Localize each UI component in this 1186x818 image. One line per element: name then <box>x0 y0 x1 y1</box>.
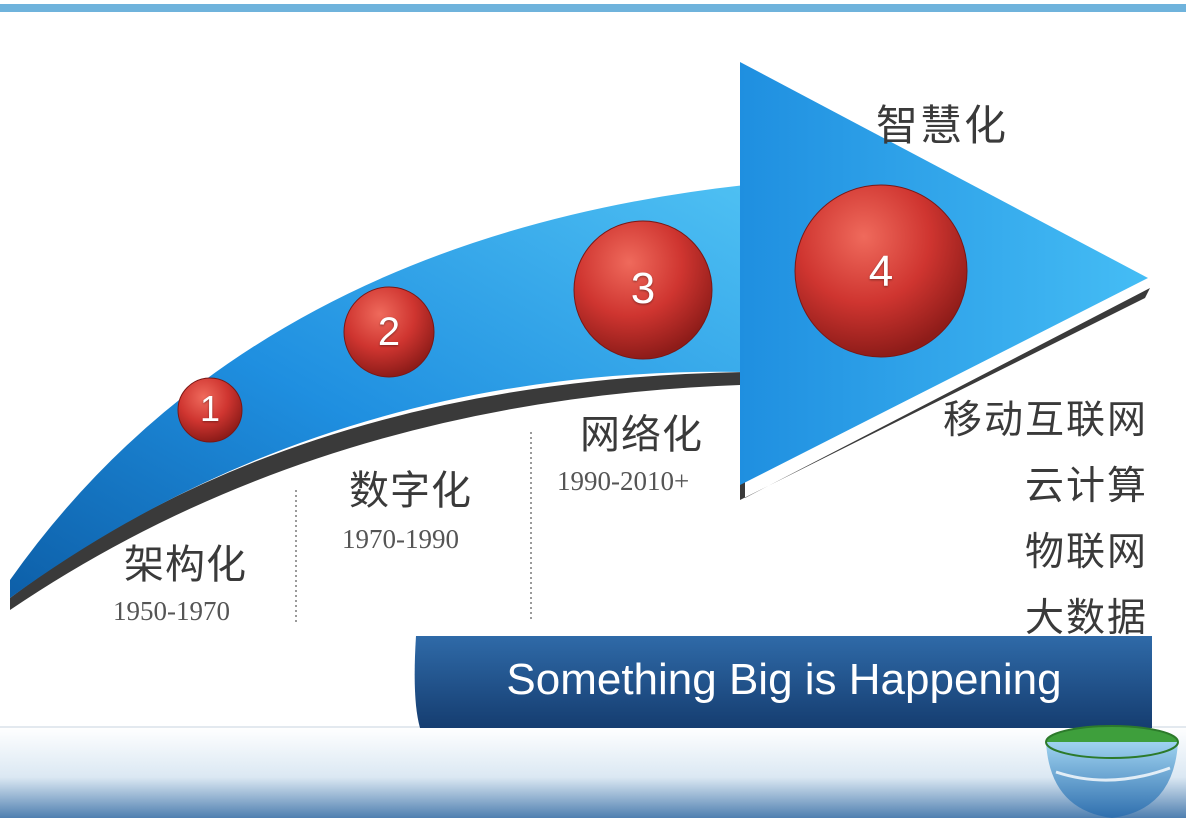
technology-list: 移动互联网 云计算 物联网 大数据 <box>943 388 1148 652</box>
tech-item: 大数据 <box>1024 596 1148 641</box>
stage-4-title: 智慧化 <box>876 101 1009 150</box>
stage-2-years: 1970-1990 <box>342 524 459 554</box>
stage-1-number: 1 <box>199 388 221 429</box>
stage-2-ball <box>343 286 435 378</box>
stage-3-title: 网络化 <box>580 412 703 458</box>
stage-3-years: 1990-2010+ <box>557 466 690 496</box>
stage-2-title: 数字化 <box>349 468 472 514</box>
banner-text: Something Big is Happening <box>506 655 1062 704</box>
tech-item: 移动互联网 <box>942 398 1148 443</box>
bottom-band <box>0 727 1186 818</box>
stage-3-ball <box>573 220 713 360</box>
globe-icon <box>1045 725 1179 818</box>
stage-1-title: 架构化 <box>124 542 247 588</box>
tech-item: 云计算 <box>1024 464 1148 509</box>
arrow-body <box>10 185 745 598</box>
stage-1-ball <box>177 377 243 443</box>
banner-background <box>414 636 1153 728</box>
stage-4-ball <box>794 184 968 358</box>
top-border <box>0 0 1186 12</box>
tech-item: 物联网 <box>1024 530 1148 575</box>
stage-2-number: 2 <box>377 310 401 354</box>
stage-1-years: 1950-1970 <box>113 596 230 626</box>
stage-3-number: 3 <box>630 264 656 313</box>
stage-4-number: 4 <box>868 247 894 296</box>
